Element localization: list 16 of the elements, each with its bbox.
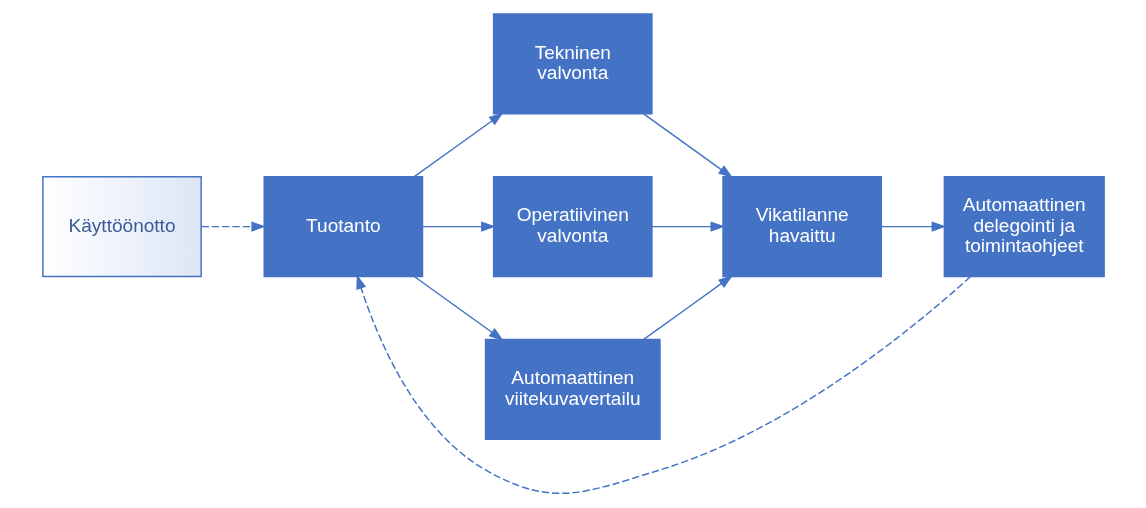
arrow [200, 221, 266, 232]
arrow [642, 275, 733, 340]
arrow [413, 276, 504, 341]
arrow [413, 112, 504, 178]
node-box: Tuotanto [262, 176, 423, 278]
node-box: Automaattinen viitekuvavertailu [484, 338, 661, 440]
node-box: Käyttöönotto [41, 176, 202, 278]
node-box: Vikatilanne havaittu [721, 176, 882, 278]
node-box: Automaattinen delegointi ja toimintaohjeet [943, 176, 1105, 278]
arrow [650, 221, 725, 232]
arrow [880, 221, 946, 232]
node-box: Operatiivinen valvonta [492, 176, 653, 278]
arrow [421, 221, 496, 232]
arrow [355, 274, 971, 494]
node-box: Tekninen valvonta [492, 13, 653, 115]
arrow [642, 113, 733, 178]
